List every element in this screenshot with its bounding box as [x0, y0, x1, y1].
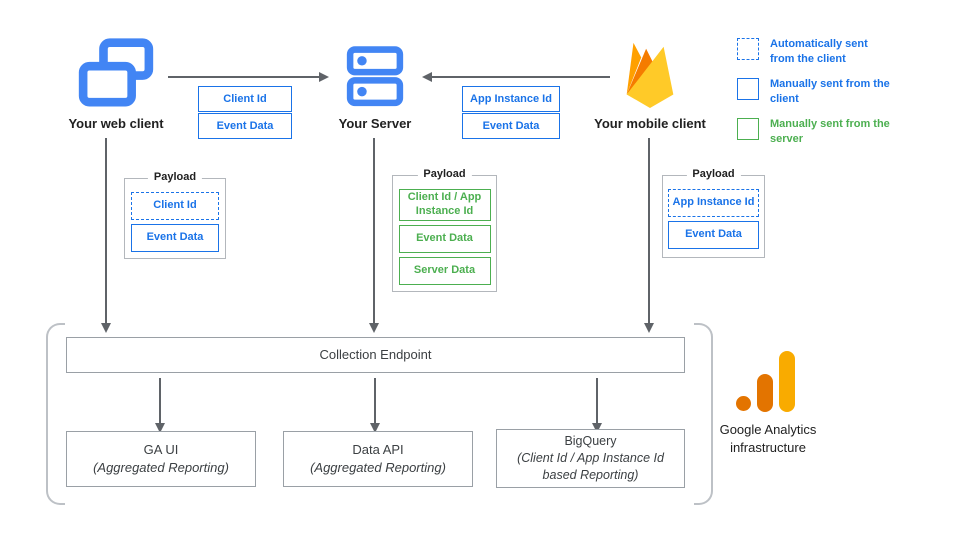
arrow-endpoint-to-data-api	[374, 378, 376, 423]
ga-ui-subtitle: (Aggregated Reporting)	[93, 460, 229, 475]
payload-web: Payload Client Id Event Data	[124, 171, 226, 259]
arrow-endpoint-to-ga-ui	[159, 378, 161, 423]
arrowhead-endpoint-to-ga-ui	[155, 423, 165, 433]
node-web-client: Your web client	[41, 38, 191, 131]
edge-label-client-id: Client Id	[198, 86, 292, 112]
payload-mobile-event-data: Event Data	[668, 221, 759, 249]
infrastructure-bracket-left	[46, 323, 65, 505]
legend-item-manual-client: Manually sent from the client	[737, 77, 890, 107]
legend-swatch-solid-green	[737, 118, 759, 140]
arrowhead-web-to-server	[319, 72, 329, 82]
google-analytics-label: Google Analytics infrastructure	[719, 422, 817, 455]
edge-label-event-data-web: Event Data	[198, 113, 292, 139]
arrow-mobile-to-server	[432, 76, 610, 78]
payload-web-client-id: Client Id	[131, 192, 219, 220]
collection-endpoint-box: Collection Endpoint	[66, 337, 685, 373]
data-api-box: Data API (Aggregated Reporting)	[283, 431, 473, 487]
bigquery-title: BigQuery	[564, 434, 617, 449]
arrowhead-endpoint-to-data-api	[370, 423, 380, 433]
legend-item-manual-server: Manually sent from the server	[737, 117, 890, 147]
mobile-client-label: Your mobile client	[594, 116, 706, 131]
data-api-subtitle: (Aggregated Reporting)	[310, 460, 446, 475]
payload-mobile-title: Payload	[686, 168, 741, 180]
legend-label-manual-client: Manually sent from the client	[770, 78, 890, 105]
bigquery-subtitle: (Client Id / App Instance Id based Repor…	[517, 451, 664, 482]
arrow-web-to-endpoint	[105, 138, 107, 323]
arrow-endpoint-to-bigquery	[596, 378, 598, 423]
arrow-web-to-server	[168, 76, 320, 78]
node-server: Your Server	[300, 38, 450, 131]
arrowhead-mobile-to-server	[422, 72, 432, 82]
infrastructure-bracket-right	[694, 323, 713, 505]
payload-server-server-data: Server Data	[398, 256, 491, 285]
payload-server-event-data: Event Data	[398, 224, 491, 253]
arrowhead-mobile-to-endpoint	[644, 323, 654, 333]
edge-label-event-data-mobile: Event Data	[462, 113, 560, 139]
server-icon	[346, 38, 404, 110]
arrowhead-endpoint-to-bigquery	[592, 423, 602, 433]
payload-web-title: Payload	[147, 171, 203, 183]
ga-ui-title: GA UI	[143, 442, 179, 458]
arrow-mobile-to-endpoint	[648, 138, 650, 323]
data-api-title: Data API	[352, 442, 404, 458]
payload-server-ids: Client Id / App Instance Id	[398, 189, 491, 221]
web-client-icon	[78, 38, 154, 110]
payload-web-event-data: Event Data	[131, 224, 219, 252]
bigquery-box: BigQuery (Client Id / App Instance Id ba…	[496, 429, 685, 488]
node-mobile-client: Your mobile client	[575, 38, 725, 131]
arrow-server-to-endpoint	[373, 138, 375, 323]
legend-item-auto-client: Automatically sent from the client	[737, 37, 890, 67]
firebase-icon	[619, 38, 681, 110]
legend-label-manual-server: Manually sent from the server	[770, 118, 890, 145]
legend-swatch-solid-blue	[737, 78, 759, 100]
arrowhead-web-to-endpoint	[101, 323, 111, 333]
server-label: Your Server	[338, 116, 412, 131]
web-client-label: Your web client	[68, 116, 164, 131]
payload-mobile-app-instance-id: App Instance Id	[668, 189, 759, 217]
arrowhead-server-to-endpoint	[369, 323, 379, 333]
payload-mobile: Payload App Instance Id Event Data	[662, 168, 765, 258]
legend-label-auto-client: Automatically sent from the client	[770, 38, 868, 65]
legend-swatch-dashed-blue	[737, 38, 759, 60]
edge-label-app-instance-id: App Instance Id	[462, 86, 560, 112]
payload-server: Payload Client Id / App Instance Id Even…	[392, 168, 497, 292]
payload-server-title: Payload	[417, 168, 472, 180]
ga-ui-box: GA UI (Aggregated Reporting)	[66, 431, 256, 487]
collection-endpoint-label: Collection Endpoint	[319, 347, 432, 363]
